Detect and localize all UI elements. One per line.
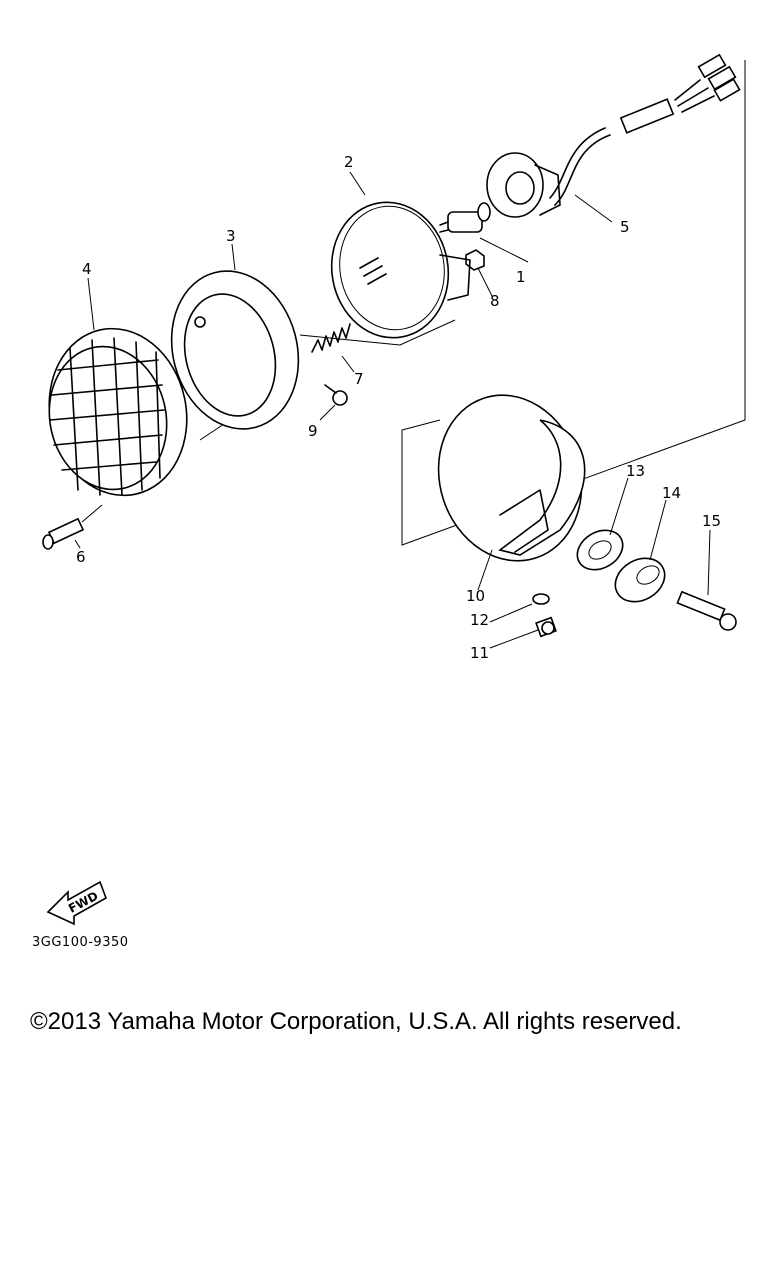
bulb-socket — [486, 152, 561, 218]
headlight-guard — [48, 327, 188, 497]
housing-screw — [535, 616, 557, 638]
headlight-exploded-diagram: 1 2 3 4 5 6 7 8 9 10 11 12 13 14 15 FWD — [42, 53, 746, 926]
screw-small — [324, 384, 348, 406]
callout-9: 9 — [308, 422, 318, 440]
callout-6: 6 — [76, 548, 86, 566]
grommet — [576, 529, 624, 571]
guard-bolt — [42, 504, 103, 550]
washer — [532, 593, 550, 605]
copyright-notice: ©2013 Yamaha Motor Corporation, U.S.A. A… — [30, 1008, 682, 1035]
callout-2: 2 — [344, 153, 354, 171]
leader-lines — [74, 171, 711, 649]
wire-harness — [549, 53, 741, 206]
callout-5: 5 — [620, 218, 630, 236]
frame-line — [299, 319, 456, 346]
callout-3: 3 — [226, 227, 236, 245]
fwd-arrow-icon: FWD — [46, 880, 107, 926]
callout-10: 10 — [466, 587, 485, 605]
callout-1: 1 — [516, 268, 526, 286]
adjusting-spring — [311, 323, 351, 353]
mount-bolt — [676, 590, 737, 631]
callout-11: 11 — [470, 644, 489, 662]
headlight-rim — [170, 270, 300, 430]
part-code: 3GG100-9350 — [32, 935, 129, 950]
callout-14: 14 — [662, 484, 681, 502]
lens-unit — [330, 201, 471, 339]
callout-15: 15 — [702, 512, 721, 530]
mount-bracket — [614, 557, 666, 603]
headlight-bulb — [439, 202, 491, 233]
callout-7: 7 — [354, 370, 364, 388]
callout-4: 4 — [82, 260, 92, 278]
callout-12: 12 — [470, 611, 489, 629]
callout-8: 8 — [490, 292, 500, 310]
headlight-housing — [437, 394, 586, 562]
callout-13: 13 — [626, 462, 645, 480]
